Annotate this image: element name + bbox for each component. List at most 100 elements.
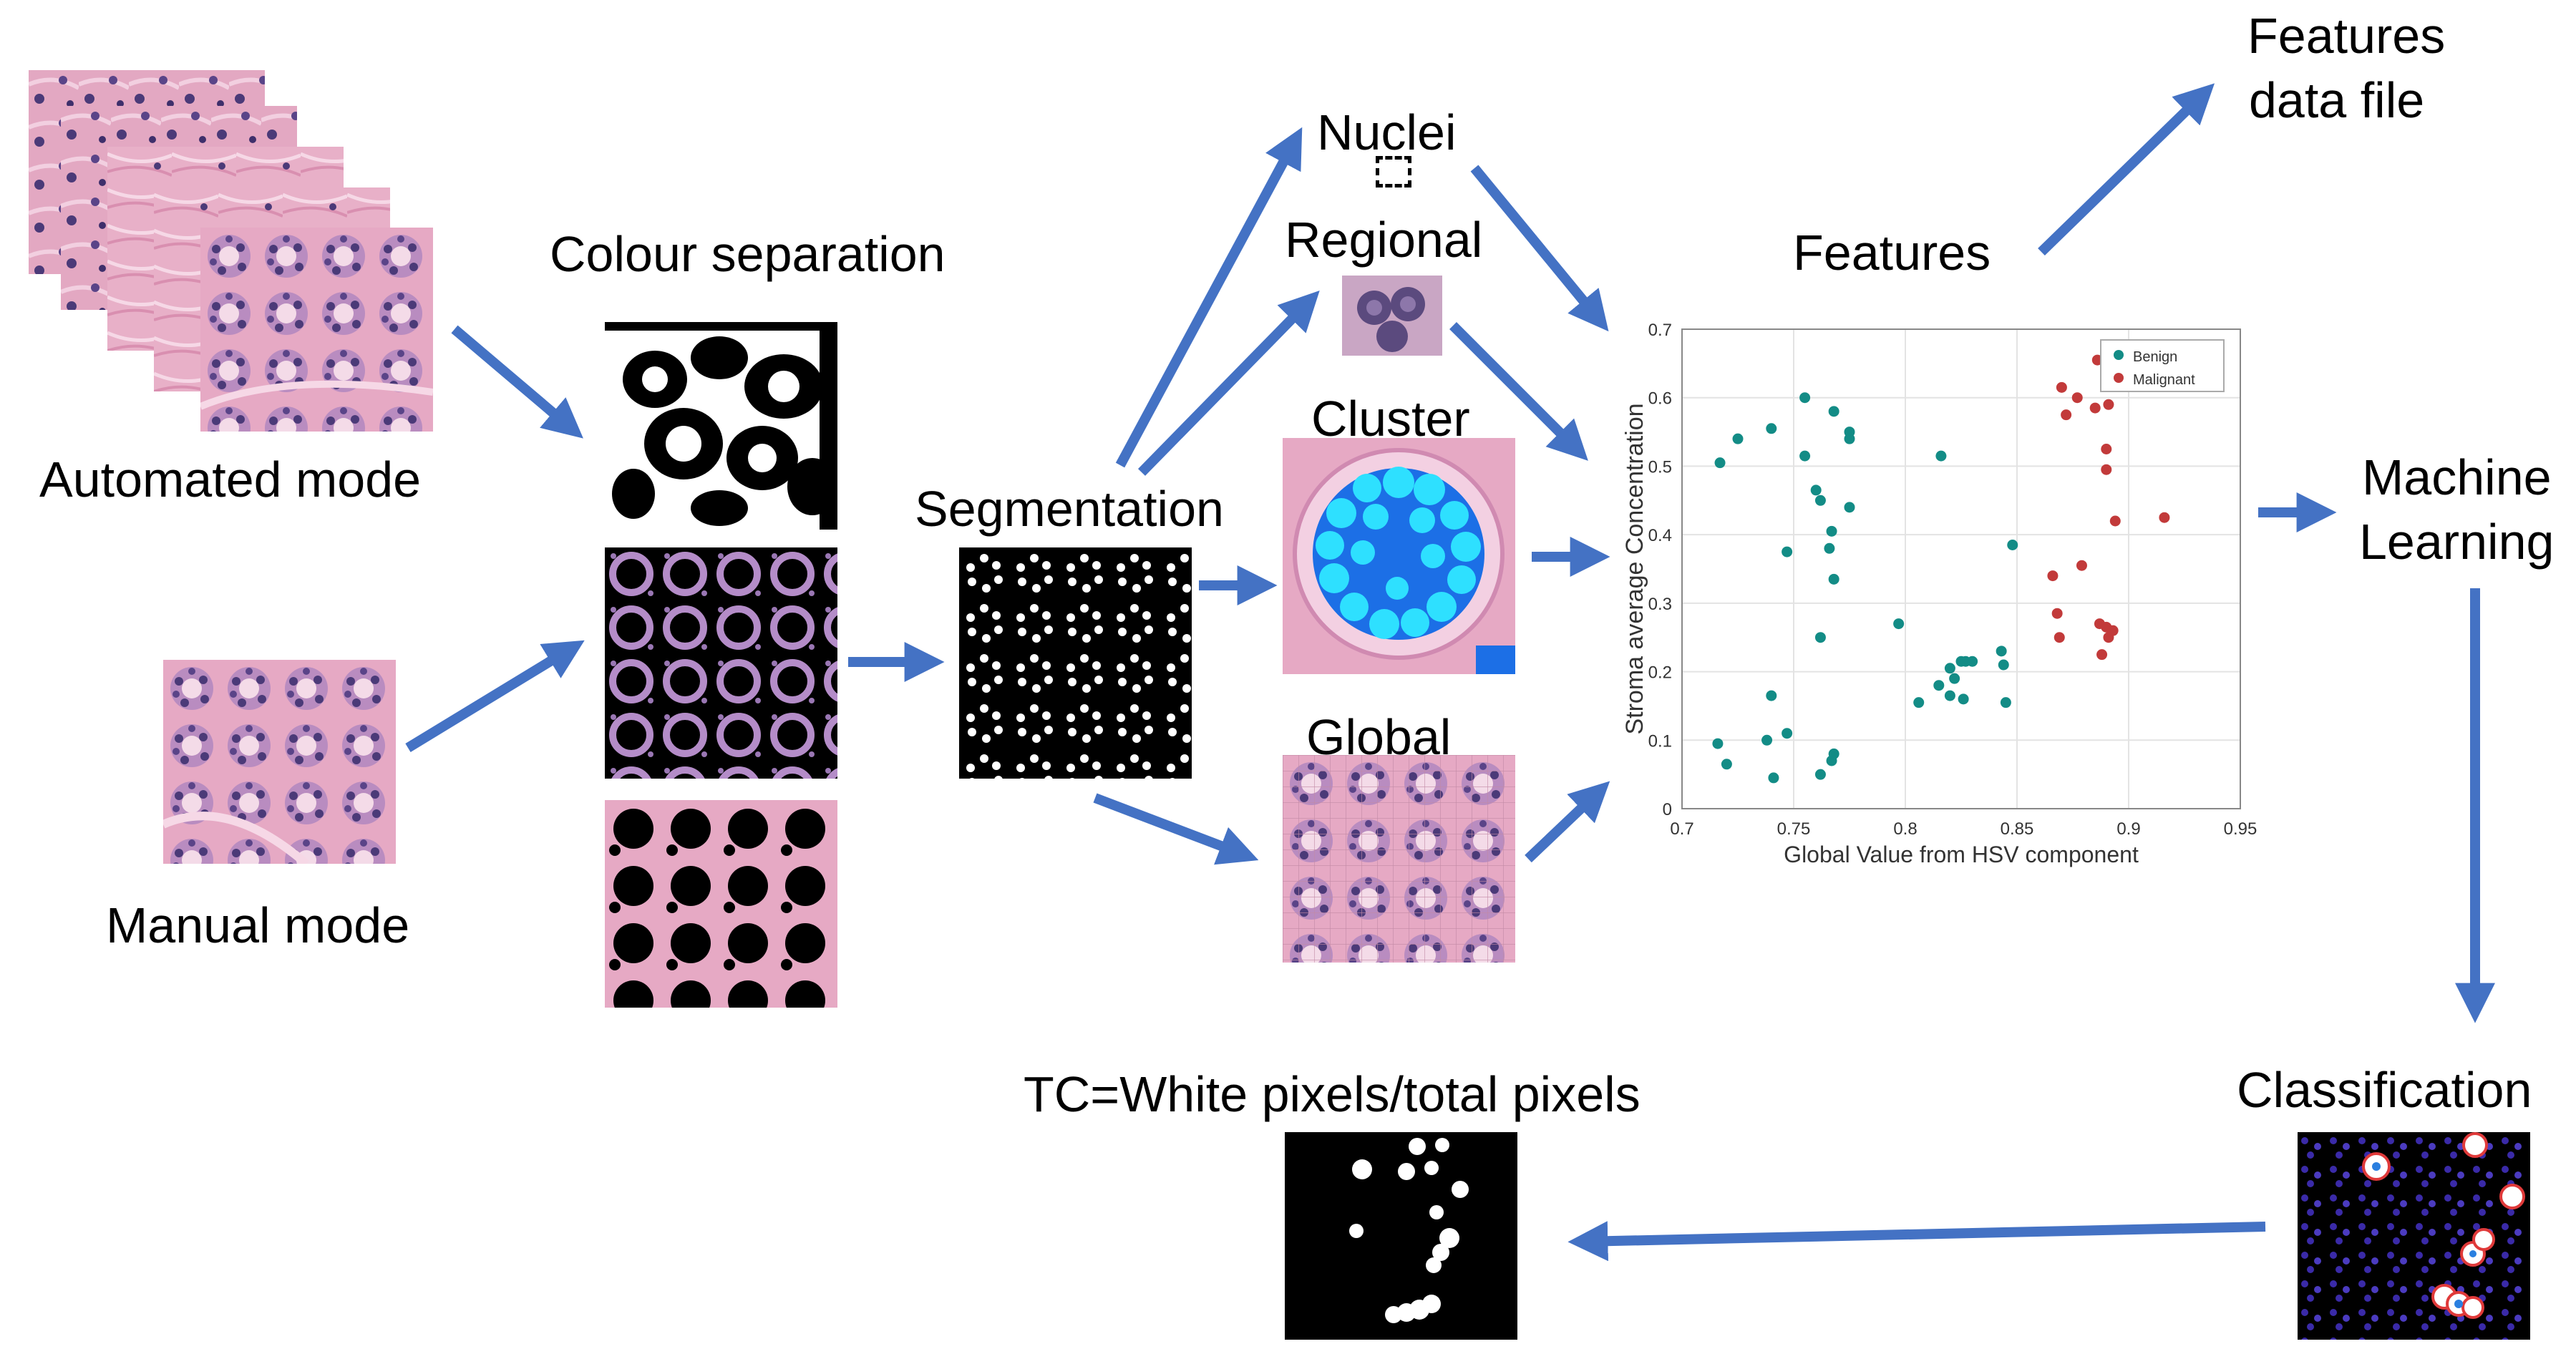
cluster-label: Cluster <box>1311 391 1470 447</box>
arrow-segmentation-to-global <box>1093 793 1259 865</box>
chart-point-benign <box>2007 540 2018 550</box>
chart-y-ticks: 00.10.20.30.40.50.60.7 <box>1648 321 1672 819</box>
chart-point-malignant <box>2101 444 2112 454</box>
global-label: Global <box>1306 709 1452 765</box>
chart-y-tick-label: 0.2 <box>1648 663 1672 683</box>
arrow-global-to-chart <box>1525 781 1610 863</box>
chart-point-benign <box>1766 423 1777 434</box>
arrow-segmentation-to-nuclei <box>1115 127 1303 468</box>
chart-point-malignant <box>2159 512 2170 523</box>
chart-point-benign <box>2000 697 2011 708</box>
chart-point-benign <box>1828 406 1839 417</box>
chart-point-benign <box>1893 618 1905 630</box>
chart-point-benign <box>1766 690 1777 701</box>
arrow-automated-to-colour <box>451 325 583 439</box>
features-data-file-label-line2: data file <box>2249 72 2425 128</box>
segmentation-label: Segmentation <box>915 481 1224 537</box>
chart-point-benign <box>1935 450 1947 462</box>
classification-label: Classification <box>2237 1062 2532 1118</box>
chart-point-benign <box>1761 734 1773 746</box>
tc-output-tile <box>1285 1132 1517 1340</box>
chart-point-benign <box>1814 632 1826 643</box>
chart-point-benign <box>1799 392 1811 404</box>
legend-benign-label: Benign <box>2133 349 2177 365</box>
chart-point-malignant <box>2107 625 2119 636</box>
chart-point-benign <box>1814 769 1826 780</box>
chart-x-tick-label: 0.75 <box>1777 819 1811 839</box>
legend-malignant-marker <box>2114 373 2124 383</box>
chart-y-tick-label: 0.7 <box>1648 321 1672 340</box>
chart-y-tick-label: 0.4 <box>1648 526 1672 545</box>
arrow-classification-to-tc <box>1568 1221 2266 1262</box>
global-tile <box>1283 755 1515 963</box>
arrow-manual-to-colour <box>405 640 585 752</box>
chart-point-benign <box>1782 546 1793 557</box>
colour-separation-hematoxylin-tile <box>605 547 837 779</box>
nuclei-label: Nuclei <box>1317 104 1457 160</box>
chart-point-malignant <box>2096 649 2108 661</box>
chart-point-benign <box>1826 525 1837 537</box>
chart-y-tick-label: 0.1 <box>1648 731 1672 751</box>
chart-y-axis-label: Stroma average Concentration <box>1621 403 1648 734</box>
machine-learning-label-line2: Learning <box>2359 514 2555 570</box>
chart-point-benign <box>1828 573 1839 585</box>
chart-point-malignant <box>2103 399 2114 410</box>
chart-point-benign <box>1944 663 1955 674</box>
manual-mode-tile <box>163 660 396 864</box>
regional-label: Regional <box>1285 212 1483 268</box>
chart-point-benign <box>1949 673 1960 684</box>
chart-x-tick-label: 0.7 <box>1670 819 1693 839</box>
chart-x-axis-label: Global Value from HSV component <box>1784 842 2139 867</box>
colour-separation-label: Colour separation <box>550 226 946 282</box>
tc-formula-label: TC=White pixels/total pixels <box>1024 1066 1641 1122</box>
chart-x-tick-label: 0.9 <box>2116 819 2140 839</box>
chart-point-malignant <box>2056 381 2067 393</box>
chart-legend: Benign Malignant <box>2100 339 2225 392</box>
chart-point-benign <box>1712 738 1724 749</box>
colour-separation-binary-tile <box>605 322 837 530</box>
chart-x-tick-label: 0.8 <box>1893 819 1917 839</box>
chart-point-benign <box>1814 495 1826 506</box>
chart-plot-frame <box>1681 328 2241 809</box>
chart-x-tick-label: 0.85 <box>2001 819 2034 839</box>
chart-points <box>1712 354 2170 784</box>
nuclei-marker-icon <box>1376 156 1411 187</box>
regional-tile <box>1342 276 1442 356</box>
chart-point-benign <box>1958 693 1969 705</box>
chart-point-benign <box>1828 748 1839 759</box>
arrow-features-to-datafile <box>2038 83 2215 256</box>
chart-point-benign <box>1732 433 1744 444</box>
chart-point-benign <box>1810 484 1822 496</box>
histology-stack-slide-front <box>200 228 433 432</box>
arrow-nuclei-to-chart <box>1470 165 1609 332</box>
machine-learning-label-line1: Machine <box>2362 449 2552 505</box>
chart-point-malignant <box>2089 402 2101 414</box>
legend-malignant-label: Malignant <box>2133 372 2195 388</box>
chart-point-malignant <box>2051 608 2063 619</box>
chart-y-tick-label: 0 <box>1663 800 1672 819</box>
chart-point-benign <box>1944 690 1955 701</box>
chart-point-benign <box>1721 759 1732 770</box>
chart-point-benign <box>1933 680 1945 691</box>
manual-mode-label: Manual mode <box>106 897 410 953</box>
chart-point-benign <box>1967 656 1978 667</box>
chart-point-malignant <box>2109 515 2121 527</box>
chart-point-malignant <box>2047 570 2059 582</box>
chart-point-malignant <box>2101 464 2112 475</box>
features-data-file-label-line1: Features <box>2247 8 2446 64</box>
chart-y-tick-label: 0.3 <box>1648 595 1672 614</box>
chart-point-malignant <box>2061 409 2072 421</box>
chart-point-benign <box>1824 542 1835 554</box>
features-label: Features <box>1793 225 1991 281</box>
segmentation-tile <box>959 547 1192 779</box>
chart-point-benign <box>1844 433 1855 444</box>
chart-point-benign <box>1913 697 1925 708</box>
chart-point-benign <box>1768 772 1779 784</box>
chart-point-malignant <box>2053 632 2065 643</box>
automated-mode-label: Automated mode <box>39 452 422 507</box>
chart-point-benign <box>1998 659 2009 671</box>
cluster-tile <box>1283 438 1515 674</box>
chart-point-malignant <box>2071 392 2083 404</box>
